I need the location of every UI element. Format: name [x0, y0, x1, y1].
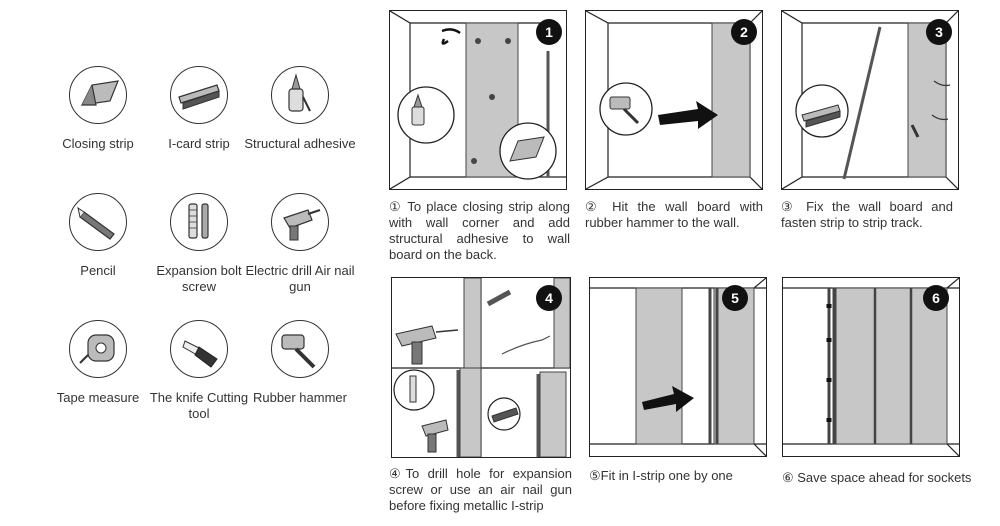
tool-label: Tape measure [56, 390, 140, 405]
step-5-caption: ⑤Fit in I-strip one by one [589, 468, 733, 483]
tool-i-card-strip: I-card strip [139, 66, 259, 152]
tool-pencil: Pencil [38, 193, 158, 279]
tool-label: Pencil [80, 263, 116, 278]
step-6-badge: 6 [923, 285, 949, 311]
tool-label: The knife Cutting tool [149, 390, 249, 421]
expansion-bolt-icon [170, 193, 228, 251]
step-2-caption: ② Hit the wall board with rubber hammer … [585, 199, 763, 230]
tool-label: Expansion bolt screw [156, 263, 242, 294]
step-1-caption: ① To place closing strip along with wall… [389, 199, 570, 262]
i-card-strip-icon [170, 66, 228, 124]
tool-tape-measure: Tape measure [38, 320, 158, 406]
tool-structural-adhesive: Structural adhesive [240, 66, 360, 152]
tool-closing-strip: Closing strip [38, 66, 158, 152]
step-5-badge: 5 [722, 285, 748, 311]
step-1-illustration [389, 10, 567, 190]
step-4-caption: ④To drill hole for expansion screw or us… [389, 466, 572, 513]
adhesive-tube-icon [271, 66, 329, 124]
step-3-caption: ③ Fix the wall board and fasten strip to… [781, 199, 953, 230]
tool-label: I-card strip [168, 136, 230, 151]
step-3-badge: 3 [926, 19, 952, 45]
tape-measure-icon [69, 320, 127, 378]
pencil-icon [69, 193, 127, 251]
electric-drill-icon [271, 193, 329, 251]
step-2-badge: 2 [731, 19, 757, 45]
tool-rubber-hammer: Rubber hammer [240, 320, 360, 406]
step-1-badge: 1 [536, 19, 562, 45]
closing-strip-icon [69, 66, 127, 124]
tool-electric-drill: Electric drill Air nail gun [240, 193, 360, 295]
tool-label: Electric drill Air nail gun [245, 263, 355, 294]
tool-expansion-bolt: Expansion bolt screw [139, 193, 259, 295]
step-4-badge: 4 [536, 285, 562, 311]
tool-knife: The knife Cutting tool [139, 320, 259, 422]
tool-label: Closing strip [62, 136, 134, 151]
step-6-caption: ⑥ Save space ahead for sockets [782, 470, 972, 485]
tool-label: Rubber hammer [253, 390, 347, 405]
tool-label: Structural adhesive [244, 136, 356, 151]
rubber-hammer-icon [271, 320, 329, 378]
knife-icon [170, 320, 228, 378]
